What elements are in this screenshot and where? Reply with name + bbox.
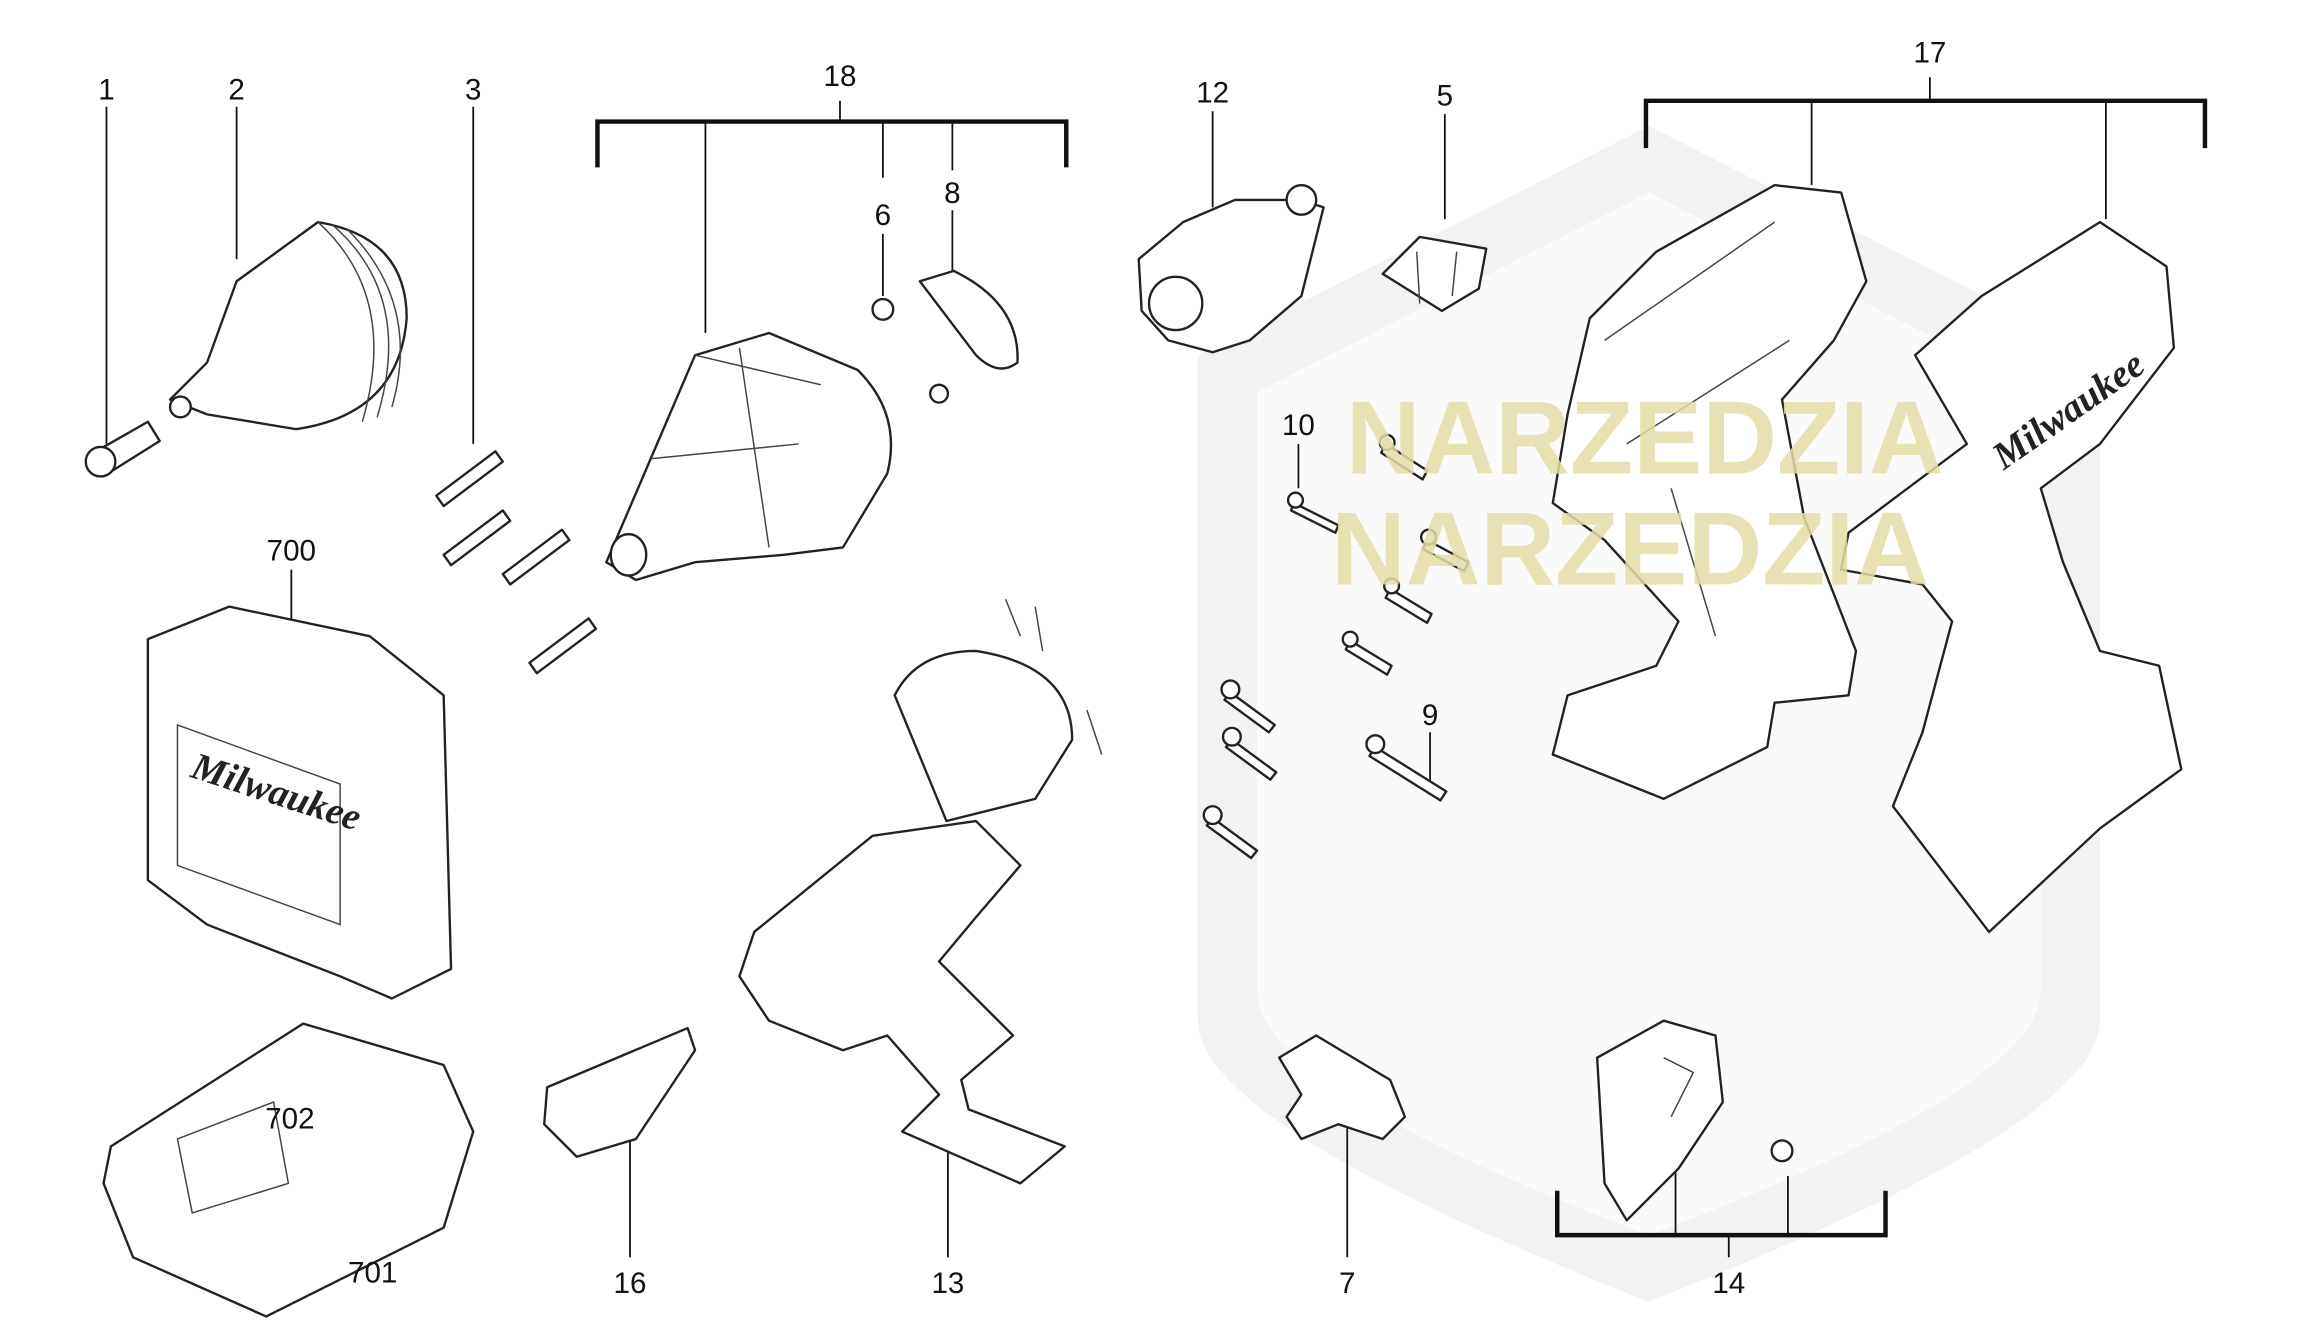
label-7: 7 xyxy=(1339,1267,1355,1300)
label-1: 1 xyxy=(98,73,114,106)
part-18-gearbox xyxy=(605,331,893,582)
label-13: 13 xyxy=(931,1267,964,1300)
part-6-nut xyxy=(871,297,950,404)
label-17: 17 xyxy=(1913,36,1946,69)
part-labels: 1 2 3 18 6 8 12 5 17 700 10 9 702 701 16… xyxy=(98,36,1946,1299)
label-6: 6 xyxy=(875,199,891,232)
part-700-case: Milwaukee xyxy=(146,605,453,1000)
part-5-switch xyxy=(1381,235,1488,313)
label-14: 14 xyxy=(1712,1267,1745,1300)
label-701: 701 xyxy=(348,1256,397,1289)
part-12-motor-gear xyxy=(1137,183,1325,354)
bracket-18 xyxy=(595,100,1069,334)
label-2: 2 xyxy=(228,73,244,106)
label-700: 700 xyxy=(267,535,316,568)
part-3-screws xyxy=(435,450,598,675)
part-10-9-screws xyxy=(1202,433,1470,860)
label-5: 5 xyxy=(1437,79,1453,112)
bracket-17 xyxy=(1643,77,2208,220)
label-8: 8 xyxy=(944,177,960,210)
part-2-chuck xyxy=(168,220,408,431)
part-701-insert xyxy=(102,1022,475,1318)
label-18: 18 xyxy=(824,60,857,93)
label-16: 16 xyxy=(614,1267,647,1300)
part-13-electronics xyxy=(738,598,1103,1185)
part-1-screw xyxy=(84,420,161,478)
part-14-belt-clip xyxy=(1595,1019,1794,1222)
label-9: 9 xyxy=(1422,699,1438,732)
label-3: 3 xyxy=(465,73,481,106)
bracket-14 xyxy=(1555,1161,1888,1258)
part-17-housing-left xyxy=(1551,183,1868,801)
part-8-clip xyxy=(918,269,1019,370)
part-7-bracket xyxy=(1278,1034,1407,1141)
part-16-pad xyxy=(543,1026,697,1158)
label-10: 10 xyxy=(1282,409,1315,442)
label-702: 702 xyxy=(265,1103,314,1136)
label-12: 12 xyxy=(1196,76,1229,109)
